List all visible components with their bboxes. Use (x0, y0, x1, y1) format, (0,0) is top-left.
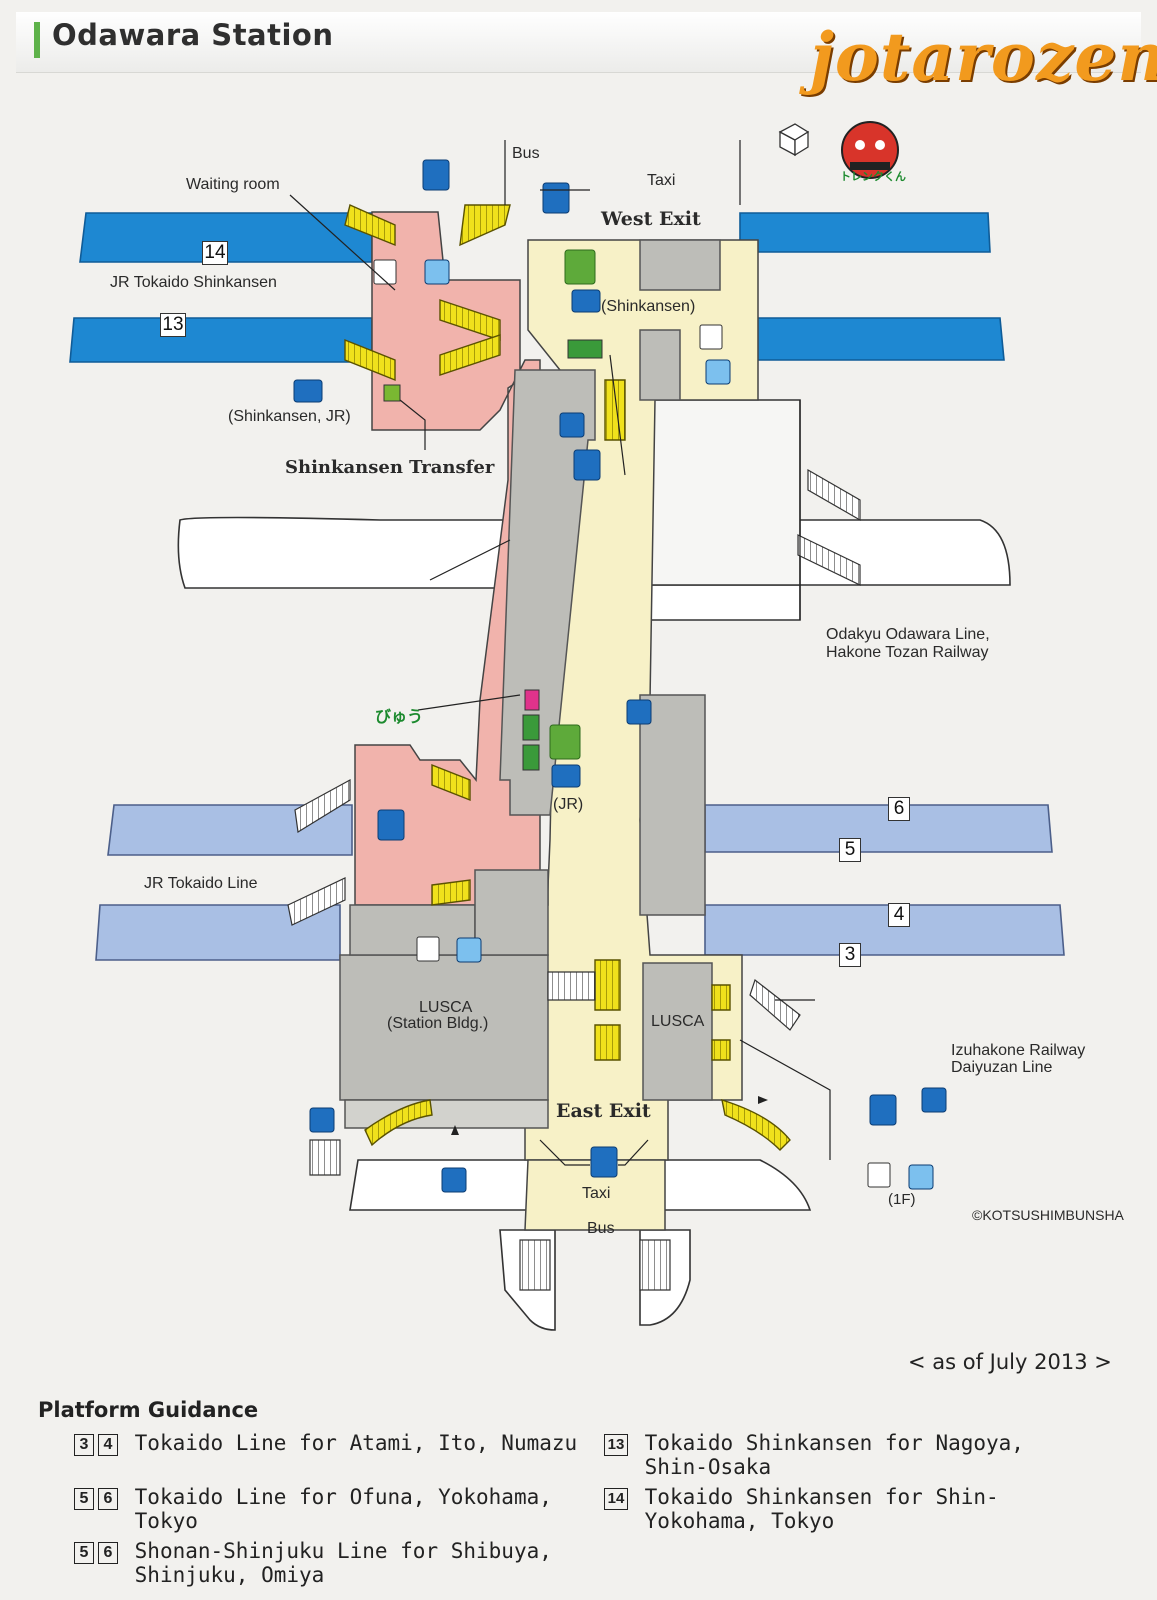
guidance-platform-box: 14 (604, 1488, 628, 1510)
guidance-platform-box: 13 (604, 1434, 628, 1456)
green-facility-icons (549, 249, 596, 760)
tokaido-tracks (95, 804, 1065, 961)
platform-number-13: 13 (160, 313, 186, 337)
shinkansen-jr-ticket-label: (Shinkansen, JR) (228, 408, 351, 425)
platform-number-4: 4 (888, 903, 910, 927)
jr-tokaido-shinkansen-label: JR Tokaido Shinkansen (110, 274, 277, 291)
guidance-platform-box: 3 (74, 1434, 94, 1456)
as-of-date: < as of July 2013 > (908, 1350, 1112, 1374)
guidance-platform-box: 4 (98, 1434, 118, 1456)
platform-number-6: 6 (888, 797, 910, 821)
title-accent-bar (34, 22, 40, 58)
shinkansen-ticket-label: (Shinkansen) (601, 298, 696, 315)
guidance-text: Tokaido Shinkansen for Shin- Yokohama, T… (644, 1485, 999, 1533)
watermark: jotarozen (810, 18, 1157, 96)
platform-number-5: 5 (839, 838, 861, 862)
shinkansen-transfer-label: Shinkansen Transfer (285, 457, 495, 478)
platform-guidance-title: Platform Guidance (38, 1398, 259, 1422)
ticket-markers (383, 339, 603, 771)
guidance-platform-box: 5 (74, 1542, 94, 1564)
mascot-icon (841, 121, 899, 179)
bus-label-top: Bus (512, 145, 540, 162)
daiyuzan-line-label: Daiyuzan Line (951, 1059, 1053, 1076)
bus-label-bottom: Bus (587, 1220, 615, 1237)
guidance-platform-box: 5 (74, 1488, 94, 1510)
jr-tokaido-line-label: JR Tokaido Line (144, 875, 258, 892)
taxi-label-bottom: Taxi (582, 1185, 611, 1202)
guidance-text: Tokaido Shinkansen for Nagoya, Shin-Osak… (644, 1431, 1024, 1479)
concourse (447, 239, 759, 1231)
page-title: Odawara Station (52, 18, 334, 52)
viewplaza-label: びゅう (375, 709, 424, 726)
jr-ticket-label: (JR) (553, 796, 584, 813)
escalators (344, 204, 791, 1151)
title-bar: Odawara Station (16, 12, 1141, 73)
leader-lines (289, 140, 831, 1166)
hakone-tozan-label: Hakone Tozan Railway (826, 644, 989, 661)
restroom-icons (373, 259, 891, 1188)
guidance-item-13: 13 Tokaido Shinkansen for Nagoya, Shin-O… (604, 1431, 1024, 1479)
lusca-station-bldg-sub-label: (Station Bldg.) (387, 1015, 489, 1032)
izuhakone-railway-label: Izuhakone Railway (951, 1042, 1086, 1059)
platform-number-14: 14 (202, 241, 228, 265)
guidance-text: Tokaido Line for Ofuna, Yokohama, Tokyo (134, 1485, 552, 1533)
guidance-platform-box: 6 (98, 1488, 118, 1510)
lusca-station-bldg-label: LUSCA (419, 999, 473, 1016)
lusca-east-label: LUSCA (651, 1013, 705, 1030)
taxi-label-top: Taxi (647, 172, 676, 189)
guidance-text: Shonan-Shinjuku Line for Shibuya, Shinju… (134, 1539, 552, 1587)
copyright-label: ©KOTSUSHIMBUNSHA (972, 1207, 1124, 1223)
west-exit-label: West Exit (601, 208, 701, 230)
east-exit-label: East Exit (556, 1100, 651, 1122)
buildings (339, 239, 721, 1129)
guidance-item-14: 14 Tokaido Shinkansen for Shin- Yokohama… (604, 1485, 999, 1533)
mascot-label: トレンクくん (840, 171, 906, 183)
facility-icons (293, 159, 947, 1193)
guidance-text: Tokaido Line for Atami, Ito, Numazu (134, 1431, 578, 1455)
waiting-room-label: Waiting room (186, 176, 280, 193)
platform-number-3: 3 (839, 943, 861, 967)
direction-arrows (451, 1096, 768, 1135)
cube-icon (778, 123, 810, 157)
first-floor-label: (1F) (888, 1191, 916, 1208)
odakyu-line-label: Odakyu Odawara Line, (826, 626, 990, 643)
guidance-platform-box: 6 (98, 1542, 118, 1564)
shinkansen-tracks (69, 212, 1005, 363)
stairs (287, 468, 861, 1291)
